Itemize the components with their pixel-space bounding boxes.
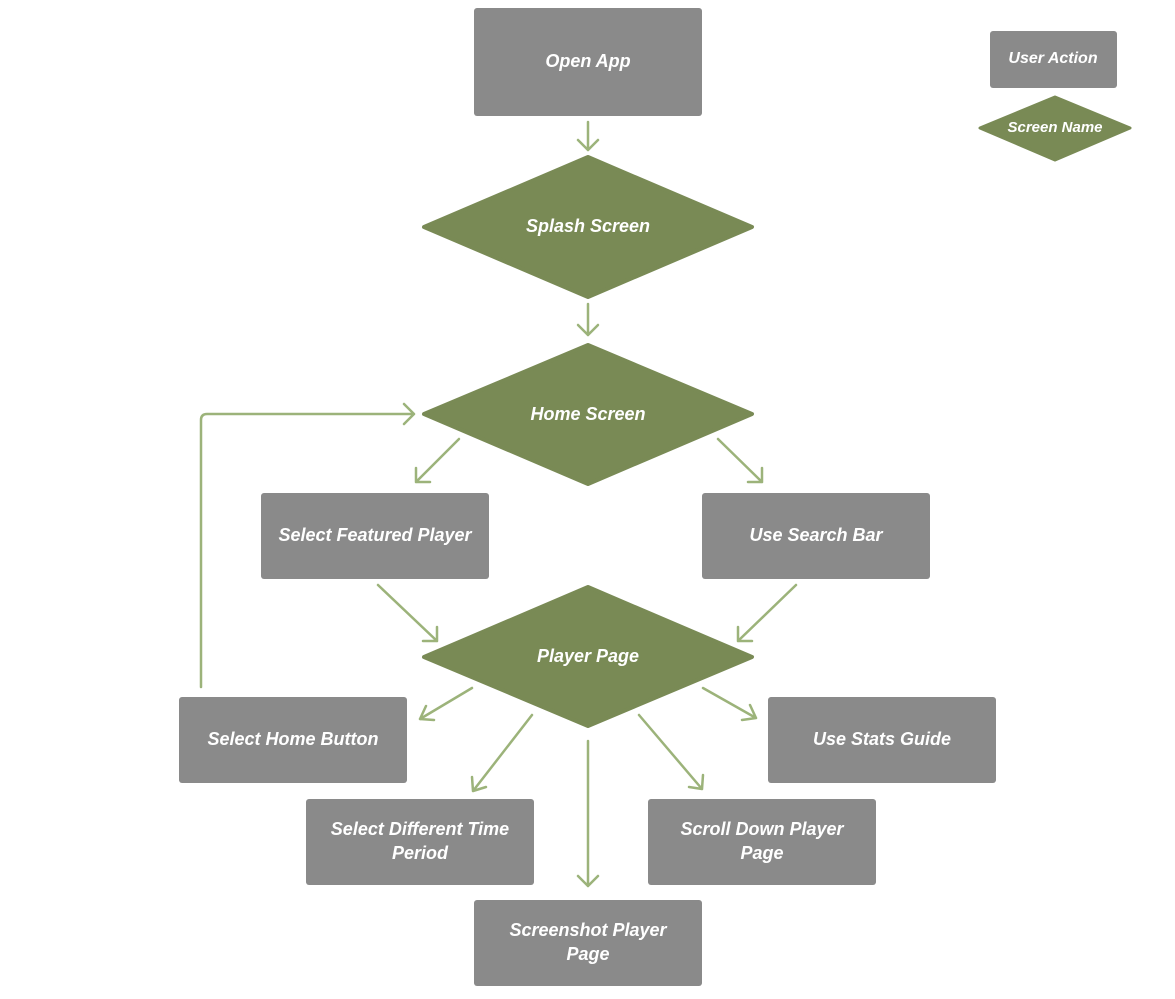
arrow-open-to-splash (576, 120, 600, 152)
node-label-line-2: Period (392, 843, 449, 863)
arrow-homebutton-to-home (199, 402, 416, 689)
node-home-screen: Home Screen (422, 343, 754, 486)
legend-user-action: User Action (990, 31, 1117, 88)
arrow-player-to-homebutton (418, 686, 474, 722)
legend-action-box (990, 31, 1117, 88)
legend-action-label: User Action (1008, 50, 1097, 67)
node-player-page: Player Page (422, 585, 754, 728)
node-scroll-down-player-page: Scroll Down Player Page (648, 799, 876, 885)
node-label: Splash Screen (526, 216, 650, 236)
node-label: Open App (545, 51, 630, 71)
arrow-home-to-search (716, 437, 764, 484)
action-box (648, 799, 876, 885)
node-splash-screen: Splash Screen (422, 155, 754, 299)
node-label-line-1: Screenshot Player (509, 920, 667, 940)
action-box (474, 8, 702, 116)
node-label: Use Stats Guide (813, 729, 951, 749)
screen-diamond (422, 343, 754, 486)
node-open-app: Open App (474, 8, 702, 116)
arrow-featured-to-player (376, 583, 439, 643)
action-box (261, 493, 489, 579)
connectors (199, 120, 798, 888)
node-label-line-1: Scroll Down Player (680, 819, 844, 839)
arrow-player-to-time (470, 713, 534, 793)
legend-screen-name: Screen Name (978, 95, 1132, 162)
node-label: Use Search Bar (749, 525, 883, 545)
arrow-home-to-featured (414, 437, 461, 484)
node-use-stats-guide: Use Stats Guide (768, 697, 996, 783)
legend-screen-diamond (978, 95, 1132, 162)
arrow-splash-to-home (576, 302, 600, 337)
arrow-player-to-screenshot (576, 739, 600, 888)
node-label: Home Screen (530, 404, 645, 424)
arrow-player-to-stats (701, 686, 758, 722)
node-label-line-1: Select Different Time (331, 819, 509, 839)
node-select-different-time-period: Select Different Time Period (306, 799, 534, 885)
legend: User Action Screen Name (978, 31, 1132, 162)
node-screenshot-player-page: Screenshot Player Page (474, 900, 702, 986)
screen-diamond (422, 585, 754, 728)
node-label-line-2: Page (566, 944, 609, 964)
action-box (306, 799, 534, 885)
screen-diamond (422, 155, 754, 299)
node-select-featured-player: Select Featured Player (261, 493, 489, 579)
action-box (474, 900, 702, 986)
action-box (768, 697, 996, 783)
node-select-home-button: Select Home Button (179, 697, 407, 783)
arrow-player-to-scroll (637, 713, 705, 791)
node-use-search-bar: Use Search Bar (702, 493, 930, 579)
action-box (702, 493, 930, 579)
node-label: Select Home Button (207, 729, 378, 749)
node-label: Select Featured Player (278, 525, 472, 545)
legend-screen-label: Screen Name (1007, 119, 1102, 136)
node-label-line-2: Page (740, 843, 783, 863)
node-label: Player Page (537, 646, 639, 666)
action-box (179, 697, 407, 783)
arrow-search-to-player (736, 583, 798, 643)
